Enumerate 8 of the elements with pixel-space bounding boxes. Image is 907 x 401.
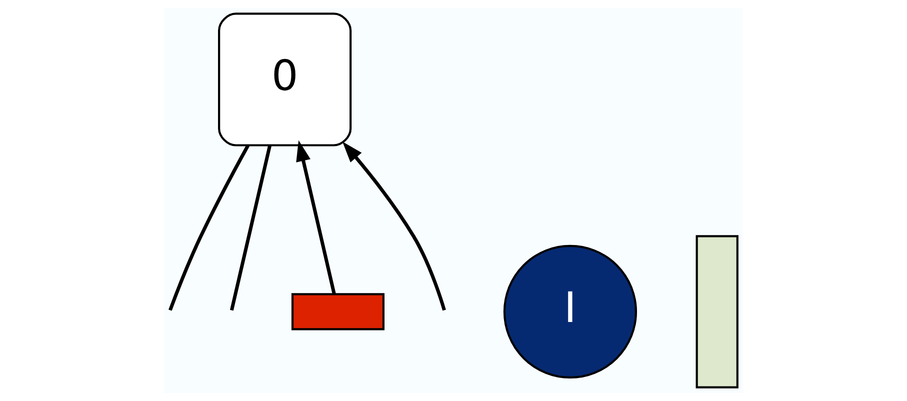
node-circle: I — [503, 244, 638, 379]
node-bar — [696, 235, 738, 388]
node-box: 0 — [218, 12, 352, 146]
arrow — [296, 140, 336, 294]
connector — [230, 145, 272, 311]
arrow — [342, 142, 446, 311]
connector — [168, 144, 250, 311]
node-bar — [291, 293, 384, 330]
